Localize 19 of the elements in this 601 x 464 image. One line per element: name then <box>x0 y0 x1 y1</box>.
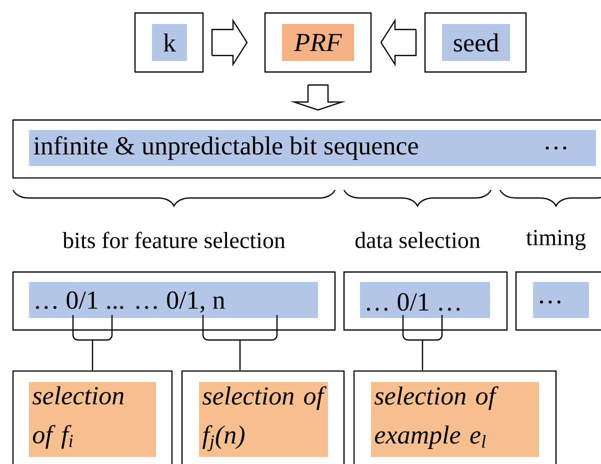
input-box: seed <box>424 12 527 73</box>
bit-box: … 0/1 ... … 0/1, n <box>12 271 336 331</box>
bit-box: … <box>515 271 601 331</box>
brace-label: data selection <box>355 232 480 248</box>
bracket-connector <box>72 314 113 371</box>
bit-box: … 0/1 … <box>343 271 508 331</box>
brace-label: timing <box>526 230 586 250</box>
selection-box: selection of example e$_{l}$ <box>353 370 557 464</box>
block-arrow <box>380 18 417 67</box>
input-box: PRF <box>264 12 372 73</box>
sequence-box: infinite & unpredictable bit sequence … <box>12 119 601 179</box>
block-arrow <box>211 18 248 67</box>
input-box: k <box>134 12 204 73</box>
bracket-connector <box>402 314 443 371</box>
selection-box: selection of f$_{j}$(n) <box>181 370 345 464</box>
brace-label: bits for feature selection <box>62 232 286 248</box>
block-arrow <box>290 84 346 111</box>
bracket-connector <box>202 314 278 371</box>
selection-box: selection of f$_{i}$ <box>12 370 173 464</box>
